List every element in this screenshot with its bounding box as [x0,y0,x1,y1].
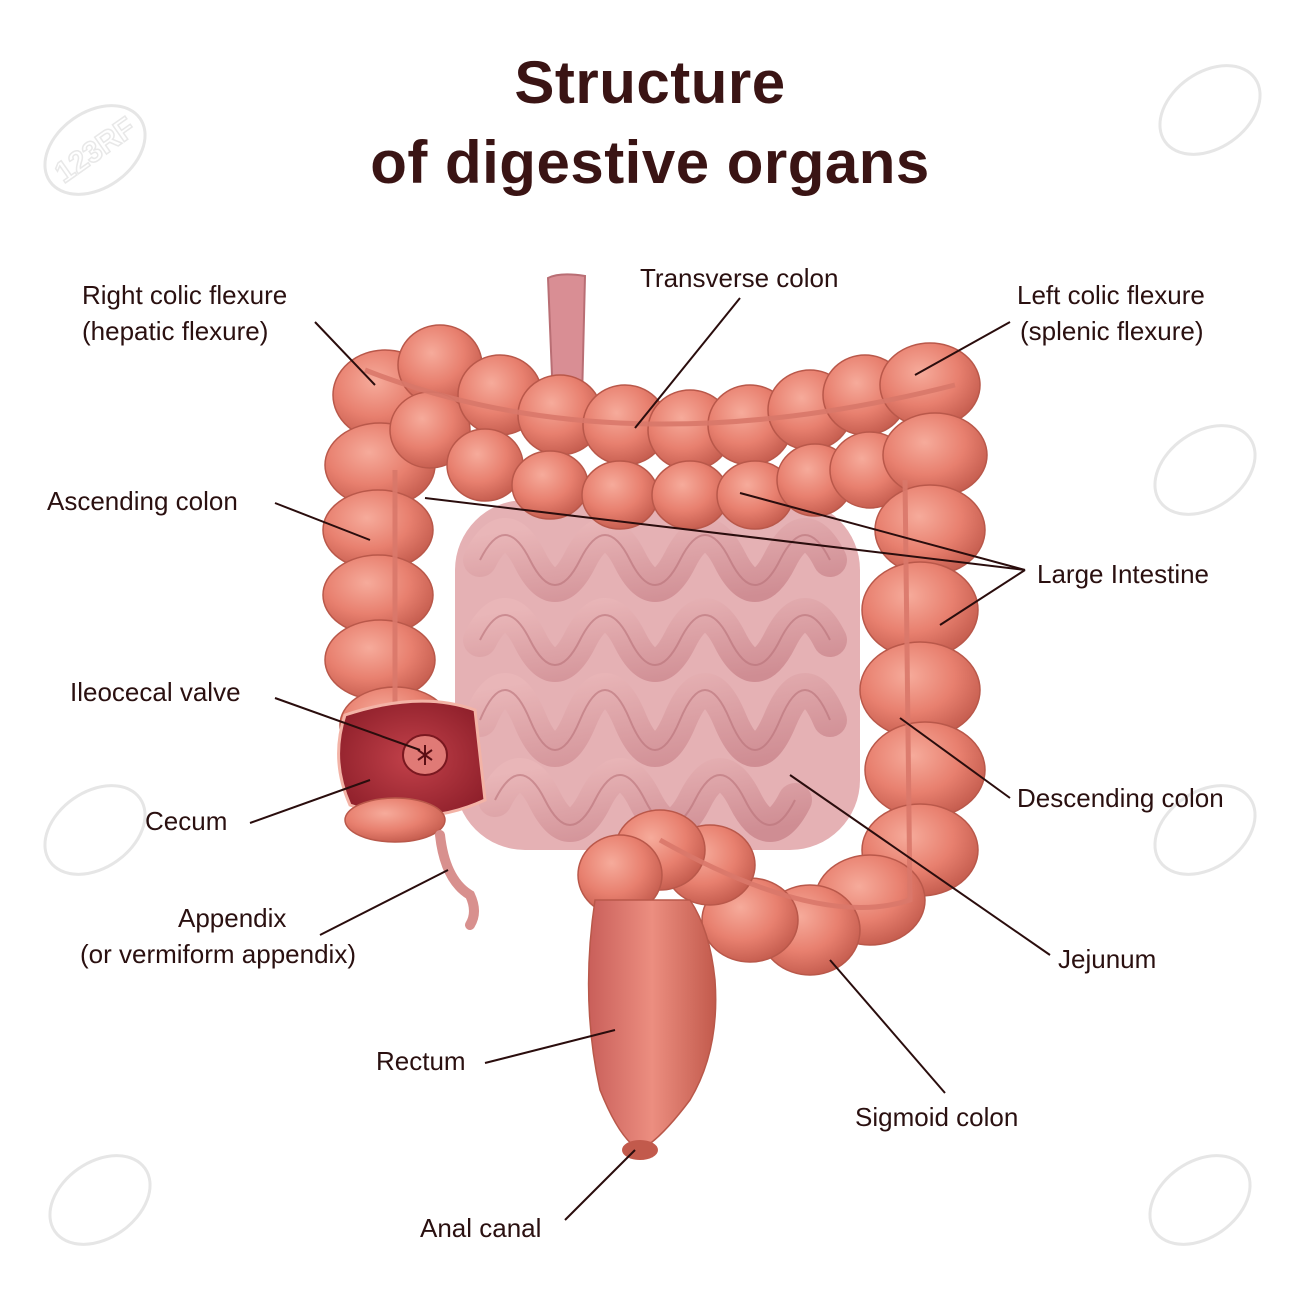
leader-line [319,869,449,936]
leader-line [249,779,371,824]
leader-line [789,774,1051,956]
leader-line [274,697,421,751]
descending-colon [859,342,988,897]
taenia-bands [364,367,956,910]
label-ascending-colon: Ascending colon [47,486,238,516]
watermark-logo-icon [1148,1154,1252,1246]
watermark-logo-icon [1158,64,1262,156]
label-appendix: Appendix [178,903,286,933]
label-vermiform-appendix: (or vermiform appendix) [80,939,356,969]
rectum-shape [587,899,717,1151]
label-sigmoid-colon: Sigmoid colon [855,1102,1018,1132]
small-intestine [455,500,860,850]
label-descending-colon: Descending colon [1017,783,1224,813]
leader-line [829,959,946,1094]
leader-line [484,1029,616,1064]
leader-line [914,321,1011,376]
appendix-shape [435,830,479,930]
leader-line [634,297,741,429]
label-right-colic-flexure: Right colic flexure [82,280,287,310]
label-left-colic-flexure: Left colic flexure [1017,280,1205,310]
label-splenic-flexure: (splenic flexure) [1020,316,1204,346]
label-rectum: Rectum [376,1046,466,1076]
leader-line [899,717,1011,799]
watermark-logo-icon [1153,424,1257,516]
label-anal-canal: Anal canal [420,1213,541,1243]
sigmoid-colon [577,809,926,976]
watermark-logo-icon [43,784,147,876]
title-line-2: of digestive organs [370,129,930,196]
label-jejunum: Jejunum [1058,944,1156,974]
transverse-colon [389,324,911,530]
leader-line [939,569,1026,626]
upper-tube [546,273,587,401]
title-line-1: Structure [514,49,786,116]
leader-line [424,497,1026,571]
cecum-shape [337,699,487,843]
leader-line [314,321,376,386]
leader-line [564,1149,636,1221]
label-hepatic-flexure: (hepatic flexure) [82,316,268,346]
watermark-logo-icon: 123RF [43,104,147,196]
leader-line [274,502,371,541]
leader-lines [249,297,1051,1221]
svg-text:123RF: 123RF [49,111,142,190]
watermark-logo-icon [48,1154,152,1246]
label-transverse-colon: Transverse colon [640,263,838,293]
label-cecum: Cecum [145,806,227,836]
label-large-intestine: Large Intestine [1037,559,1209,589]
label-ileocecal-valve: Ileocecal valve [70,677,241,707]
leader-line [739,492,1026,571]
labels: Right colic flexure (hepatic flexure) Tr… [47,263,1224,1243]
